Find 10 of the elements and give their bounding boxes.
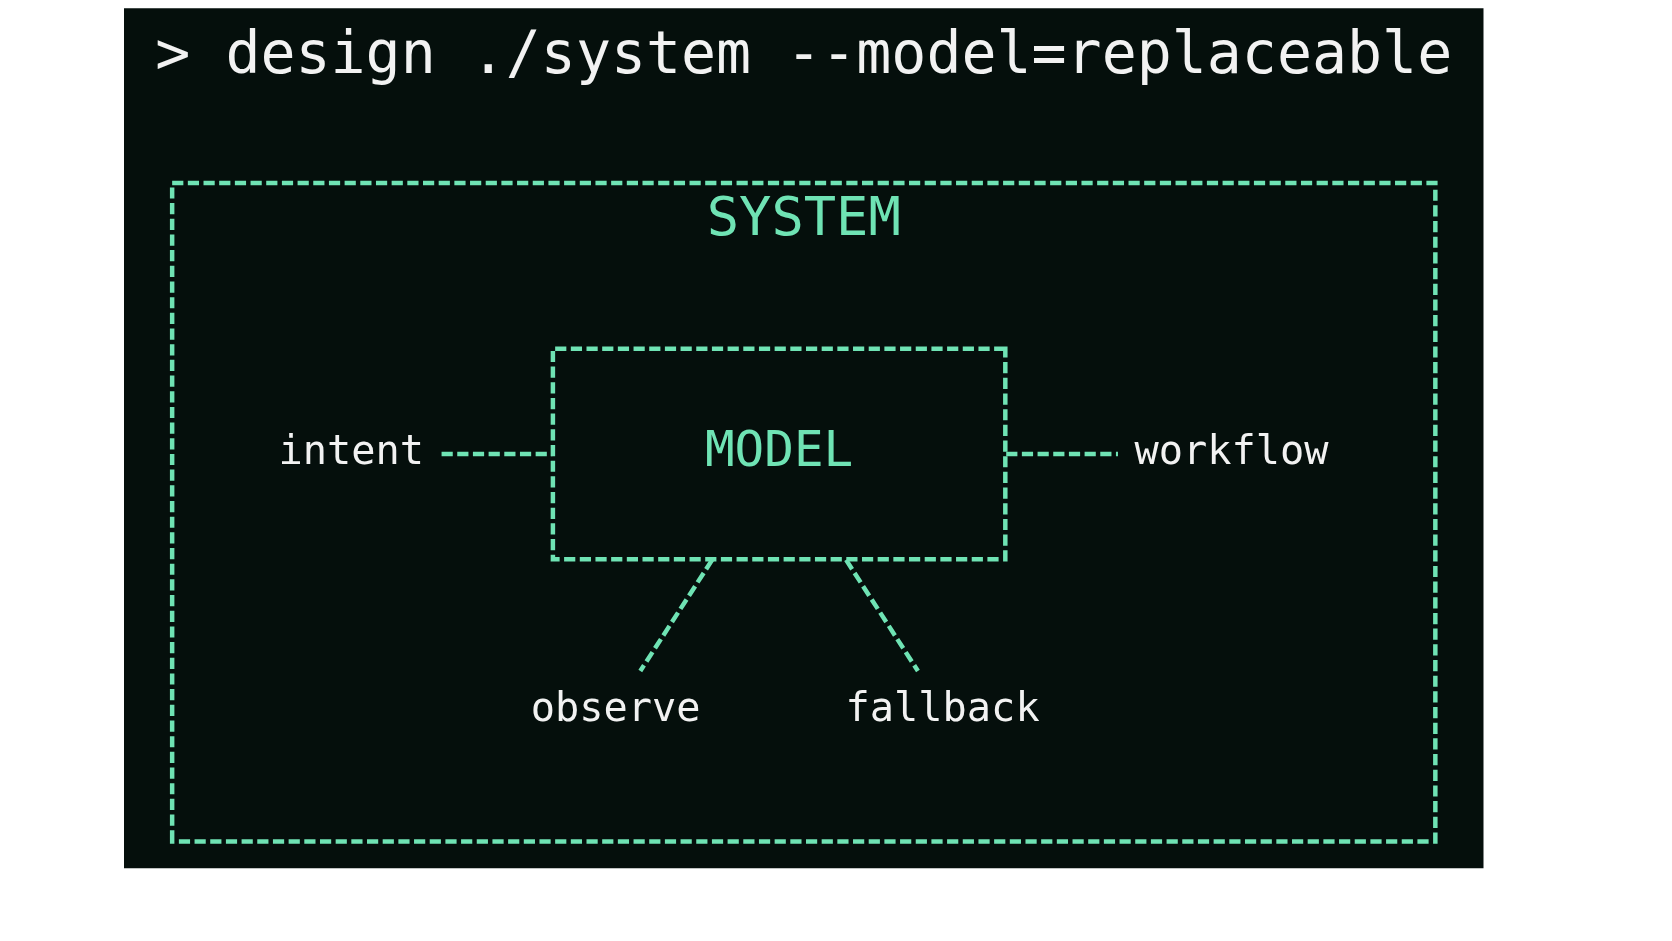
node-text: observe	[530, 684, 701, 732]
connector	[1006, 451, 1118, 457]
node-box: MODEL	[550, 346, 1008, 562]
connector	[638, 558, 715, 673]
connector	[844, 558, 920, 673]
diagram-title: > design ./system --model=replaceable	[155, 18, 1453, 87]
connector	[441, 451, 553, 457]
node-text: intent	[278, 426, 425, 474]
node-text: workflow	[1134, 426, 1329, 474]
node-text: fallback	[845, 684, 1040, 732]
